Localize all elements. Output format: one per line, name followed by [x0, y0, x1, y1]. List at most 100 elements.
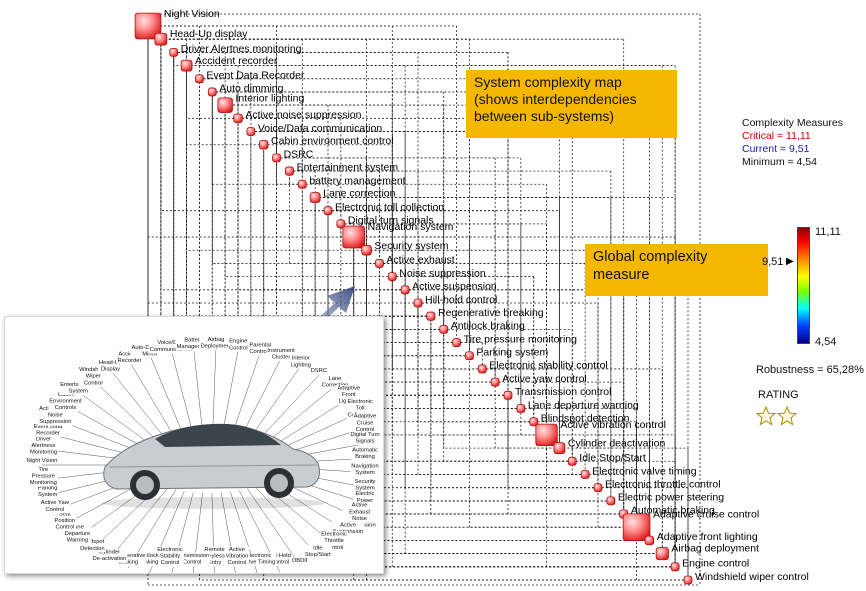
label-background: [350, 462, 380, 477]
label-background: [48, 391, 84, 412]
legend-critical: Critical = 11,11: [742, 130, 811, 142]
subsystem-label: Event Data Recorder: [206, 70, 305, 82]
callout-line: [129, 361, 177, 441]
subsystem-node: [342, 225, 366, 249]
car-icon: [101, 423, 325, 509]
callout-line: [247, 365, 301, 442]
car-subsystem-label: OBDII: [292, 558, 308, 564]
subsystem-node: [535, 423, 558, 447]
subsystem-node: [670, 562, 680, 572]
current-marker-arrow-icon: ▶: [786, 256, 794, 267]
subsystem-node: [553, 442, 566, 454]
system-complexity-map-callout: System complexity map (shows interdepend…: [466, 70, 677, 138]
subsystem-node: [387, 272, 397, 282]
subsystem-label: Blindspot detection: [541, 412, 630, 424]
subsystem-label: Idle Stop/Start: [579, 452, 646, 464]
star-icon: [755, 405, 777, 426]
subsystem-node: [683, 575, 693, 585]
robustness-value: Robustness = 65,28%: [756, 364, 864, 376]
subsystem-label: Parking system: [476, 347, 548, 359]
subsystem-node: [413, 298, 423, 308]
subsystem-node: [465, 351, 474, 361]
subsystem-node: [258, 139, 269, 150]
callout-line: [254, 486, 318, 556]
subsystem-node: [217, 97, 233, 113]
label-background: [53, 510, 77, 532]
colorbar-max-label: 11,11: [815, 226, 841, 238]
callout-line: [221, 348, 239, 438]
subsystem-label: battery management: [309, 175, 405, 187]
complexity-colorbar: [797, 227, 810, 344]
callout-line: [110, 369, 169, 443]
subsystem-label: Regenerative breaking: [438, 307, 544, 319]
subsystem-label: Accident recorder: [195, 55, 278, 67]
subsystem-node: [272, 153, 281, 163]
subsystem-node: [297, 179, 307, 189]
subsystem-node: [529, 417, 539, 427]
label-background: [25, 457, 59, 465]
subsystem-node: [361, 245, 372, 256]
subsystem-label: Electronic valve timing: [592, 465, 697, 477]
label-background: [266, 347, 297, 362]
subsystem-node: [516, 404, 526, 413]
subsystem-label: Navigation system: [368, 221, 454, 233]
callout-line: [149, 354, 186, 439]
subsystem-label: Active suspension: [412, 281, 497, 293]
subsystem-node: [490, 377, 500, 387]
label-background: [309, 367, 329, 375]
label-background: [32, 423, 65, 437]
subsystem-label: Engine control: [682, 558, 749, 570]
subsystem-label: Active exhaust: [386, 254, 454, 266]
label-background: [91, 549, 128, 563]
subsystem-label: Cabin environment control: [271, 135, 394, 147]
subsystem-label: Electronic throttle control: [605, 478, 721, 490]
subsystem-label: Interior lighting: [235, 93, 304, 105]
subsystem-label: Hill-hold control: [425, 294, 497, 306]
subsystem-node: [655, 547, 669, 561]
subsystem-node: [606, 496, 616, 506]
subsystem-label: Transmission control: [515, 386, 611, 398]
callout-line: [230, 352, 261, 439]
subsystem-node: [593, 483, 603, 493]
callout-line: [93, 379, 162, 446]
subsystem-label: Security system: [374, 240, 448, 252]
callout-line: [65, 404, 150, 451]
subsystem-label: Night Vision: [164, 8, 220, 20]
subsystem-label: Automatic braking: [631, 505, 715, 517]
label-background: [289, 355, 312, 369]
subsystem-label: Active noise suppression: [245, 109, 361, 121]
subsystem-label: Lane departure warning: [528, 399, 639, 411]
label-background: [199, 336, 233, 351]
subsystem-node: [180, 59, 193, 72]
subsystem-label: Adaptive front lighting: [657, 531, 758, 543]
subsystem-node: [375, 259, 384, 268]
complexity-measures-legend: Complexity Measures Critical = 11,11 Cur…: [742, 117, 866, 169]
subsystem-label: Auto dimming: [219, 83, 283, 95]
callout-line: [212, 347, 217, 438]
subsystem-node: [503, 390, 513, 400]
subsystem-label: Entertainment system: [297, 162, 399, 174]
